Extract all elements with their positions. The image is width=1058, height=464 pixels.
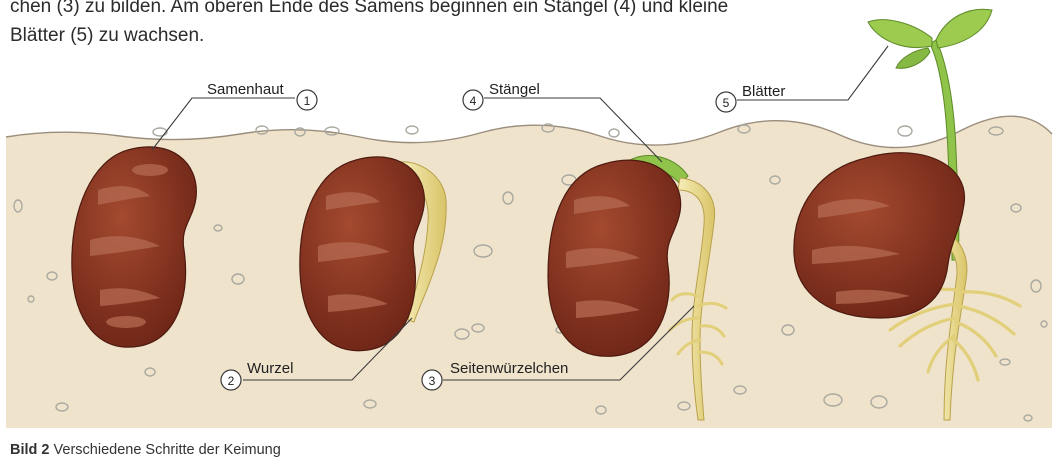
caption-text: Verschiedene Schritte der Keimung xyxy=(54,442,281,458)
label-1-number: 1 xyxy=(304,94,311,108)
leaf-left xyxy=(868,20,932,48)
label-4-text: Stängel xyxy=(489,81,540,98)
label-2-number: 2 xyxy=(228,374,235,388)
label-4-number: 4 xyxy=(470,94,477,108)
label-5-text: Blätter xyxy=(742,83,785,100)
label-5-number: 5 xyxy=(723,96,730,110)
caption-label: Bild 2 xyxy=(10,442,49,458)
leaf-right xyxy=(936,9,992,48)
label-staengel: 4 Stängel xyxy=(463,81,540,110)
label-samenhaut: Samenhaut 1 xyxy=(207,81,317,110)
figure-caption: Bild 2 Verschiedene Schritte der Keimung xyxy=(10,442,281,458)
leaf-small xyxy=(896,48,930,68)
label-3-number: 3 xyxy=(429,374,436,388)
label-2-text: Wurzel xyxy=(247,360,293,377)
label-blaetter: 5 Blätter xyxy=(716,83,785,112)
label-3-text: Seitenwürzelchen xyxy=(450,360,568,377)
label-1-text: Samenhaut xyxy=(207,81,285,98)
